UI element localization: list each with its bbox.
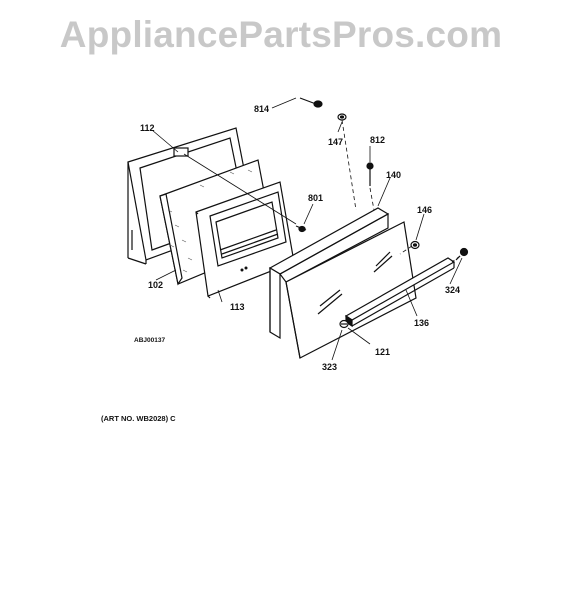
washer-147 [337, 113, 347, 121]
screw-812 [366, 162, 374, 186]
label-140: 140 [386, 170, 401, 180]
door-glass-panel [285, 221, 417, 359]
label-324: 324 [445, 285, 460, 295]
washer-146 [410, 240, 420, 250]
door-liner [268, 207, 390, 340]
label-112: 112 [140, 123, 155, 133]
leader-lines [151, 97, 463, 361]
bumper-323 [339, 319, 349, 329]
label-147: 147 [328, 137, 343, 147]
art-number: (ART NO. WB2028) C [101, 414, 176, 423]
label-814: 814 [254, 104, 269, 114]
assembly-guide-lines [341, 119, 461, 263]
label-812: 812 [370, 135, 385, 145]
screw-814 [299, 97, 323, 108]
door-trim-strip [344, 257, 456, 328]
label-146: 146 [417, 205, 432, 215]
label-136: 136 [414, 318, 429, 328]
label-323: 323 [322, 362, 337, 372]
drawing-code: ABJ00137 [134, 337, 165, 344]
label-102: 102 [148, 280, 163, 290]
label-113: 113 [230, 302, 245, 312]
watermark-text: AppliancePartsPros.com [59, 14, 503, 55]
label-801: 801 [308, 193, 323, 203]
screw-801 [295, 225, 307, 233]
label-121: 121 [375, 347, 390, 357]
